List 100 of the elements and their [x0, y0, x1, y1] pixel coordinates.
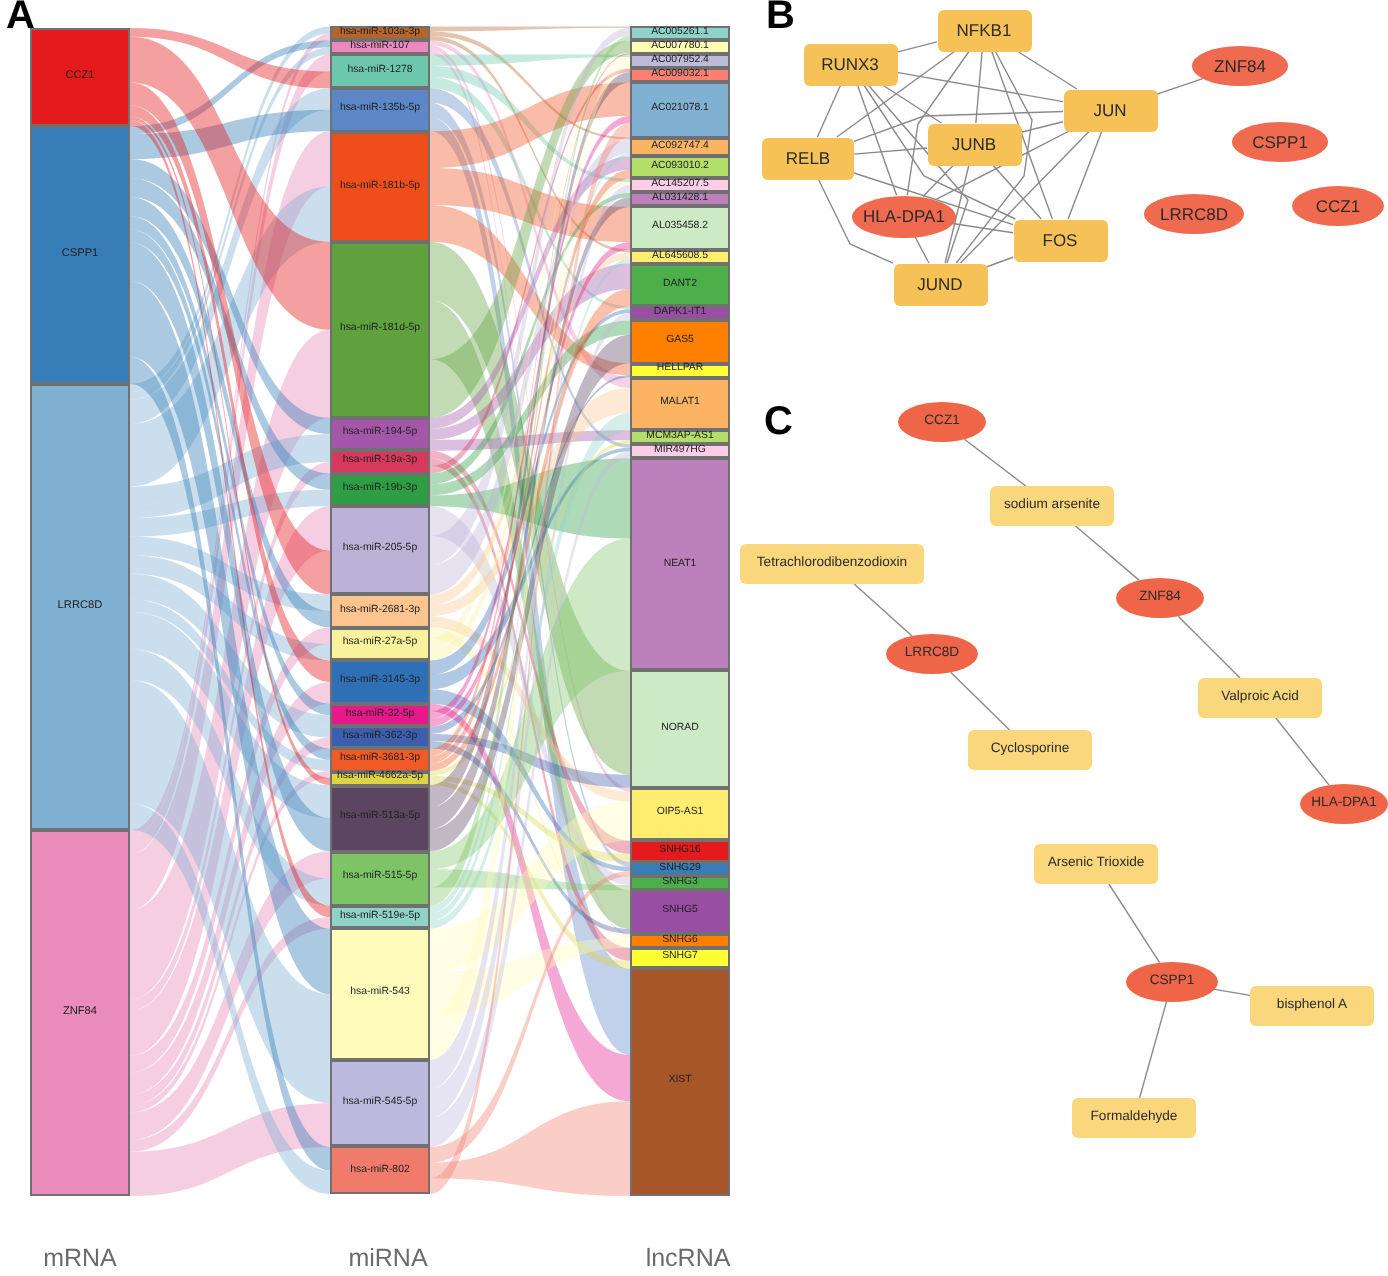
lncrna-bar	[630, 192, 730, 207]
mirna-bar	[330, 660, 430, 704]
network-edge	[853, 110, 1064, 143]
node-box	[893, 263, 987, 305]
node-ellipse	[1300, 784, 1388, 824]
mirna-bar	[330, 241, 430, 418]
mirna-bar	[330, 905, 430, 929]
lncrna-bar	[630, 787, 730, 841]
node-label: JUN	[1093, 99, 1127, 121]
lncrna-bar	[630, 862, 730, 877]
node-ellipse	[852, 195, 956, 237]
network-edge	[1108, 883, 1161, 964]
lncrna-bar	[630, 363, 730, 378]
mrna-bar	[30, 126, 130, 384]
network-edge	[944, 164, 970, 264]
node-box	[1063, 89, 1157, 131]
node-box	[1198, 678, 1322, 718]
mirna-bar	[330, 54, 430, 89]
lncrna-bar	[630, 840, 730, 863]
lncrna-bar	[630, 306, 730, 321]
node-label: ZNF84	[1214, 55, 1266, 77]
node-box	[927, 123, 1021, 165]
mirna-bar	[330, 417, 430, 451]
column-label: lncRNA	[645, 1246, 731, 1274]
network-edge	[853, 147, 928, 155]
node-box	[968, 730, 1092, 770]
node-label: RUNX3	[821, 53, 879, 75]
lncrna-bar	[630, 320, 730, 364]
node-box	[740, 544, 924, 584]
panel-letter: B	[766, 0, 795, 38]
mirna-bar	[330, 88, 430, 132]
lncrna-bar	[630, 206, 730, 250]
node-label: LRRC8D	[1159, 203, 1228, 225]
network-edge	[992, 164, 1042, 220]
node-ellipse	[1292, 186, 1384, 226]
mirna-bar	[330, 131, 430, 242]
lncrna-bar	[630, 82, 730, 138]
network-edge	[881, 84, 943, 124]
lncrna-bar	[630, 263, 730, 307]
lncrna-bar	[630, 458, 730, 671]
network-edge	[914, 235, 930, 264]
network-edge	[896, 71, 1064, 103]
node-ellipse	[898, 402, 986, 442]
lncrna-bar	[630, 377, 730, 431]
network-edge	[853, 583, 913, 637]
column-label: miRNA	[348, 1246, 428, 1274]
network-edge	[959, 130, 1091, 264]
node-label: CCZ1	[1315, 195, 1361, 217]
node-label: FOS	[1042, 229, 1078, 251]
network-edge	[863, 84, 1017, 220]
node-label: CSPP1	[1252, 131, 1308, 153]
network-edge	[975, 50, 983, 124]
node-label: NFKB1	[956, 19, 1012, 41]
network-edge	[990, 50, 1054, 220]
lncrna-bar	[630, 876, 730, 891]
mirna-bar	[330, 851, 430, 906]
node-box	[1013, 219, 1107, 261]
lncrna-bar	[630, 156, 730, 179]
node-ellipse	[1144, 194, 1244, 234]
mirna-bar	[330, 748, 430, 772]
network-edge	[1214, 988, 1251, 997]
node-ellipse	[886, 634, 978, 674]
network-edge	[951, 222, 1014, 234]
node-label: JUNB	[951, 133, 997, 155]
mirna-bar	[330, 627, 430, 661]
node-box	[937, 9, 1031, 51]
network-edge	[817, 178, 894, 264]
network-edge	[1067, 130, 1103, 220]
network-edge	[955, 50, 1033, 264]
network-edge	[1156, 77, 1204, 95]
mirna-bar	[330, 928, 430, 1060]
node-label: JUND	[917, 273, 963, 295]
node-ellipse	[1116, 578, 1204, 618]
mrna-bar	[30, 28, 130, 126]
lncrna-bar	[630, 178, 730, 193]
lncrna-bar	[630, 968, 730, 1196]
node-box	[1250, 986, 1374, 1026]
panel-letter: A	[6, 0, 35, 38]
lncrna-bar	[630, 947, 730, 969]
node-box	[1072, 1098, 1196, 1138]
network-edge	[836, 50, 956, 138]
lncrna-bar	[630, 670, 730, 788]
mirna-bar	[330, 473, 430, 507]
node-box	[803, 43, 897, 85]
network-edge	[1138, 1001, 1168, 1099]
mirna-bar	[330, 594, 430, 628]
column-label: mRNA	[43, 1246, 117, 1274]
node-box	[990, 486, 1114, 526]
network-edge	[1275, 717, 1330, 786]
node-ellipse	[1232, 122, 1328, 162]
mirna-bar	[330, 40, 430, 55]
network-edge	[986, 256, 1014, 268]
node-ellipse	[1126, 962, 1218, 1002]
lncrna-bar	[630, 137, 730, 157]
lncrna-bar	[630, 890, 730, 934]
lncrna-bar	[630, 444, 730, 459]
mirna-bar	[330, 703, 430, 727]
network-edge	[949, 671, 1011, 731]
network-edge	[856, 84, 898, 196]
node-box	[762, 137, 854, 179]
